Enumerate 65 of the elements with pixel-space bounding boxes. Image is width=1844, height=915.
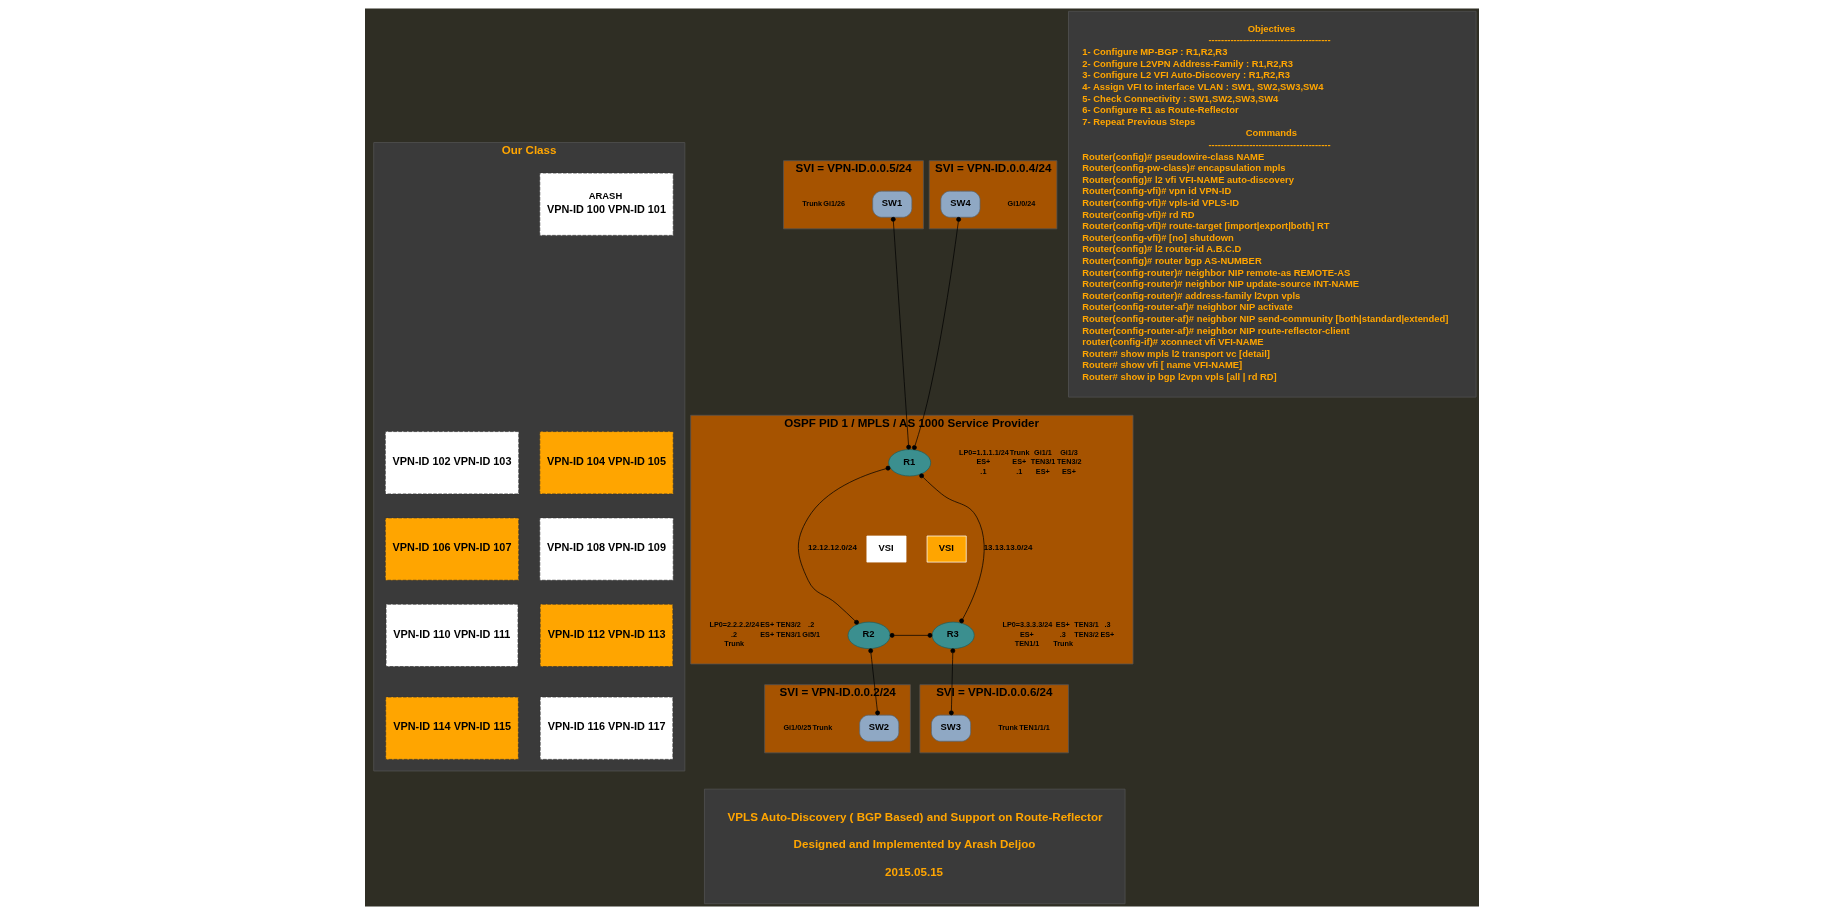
node-box: VPN-ID 114 VPN-ID 115: [385, 696, 519, 760]
node-box: SW4: [940, 190, 981, 218]
node-box: VPN-ID 112 VPN-ID 113: [539, 603, 674, 667]
node-label: Gi1/26: [823, 198, 846, 208]
node-box: SW3: [931, 714, 971, 742]
node-label: Trunk: [1009, 447, 1030, 457]
node-label: .1: [980, 466, 987, 476]
node-label: TEN1/1: [1014, 639, 1040, 649]
node-label: Gi5/1: [802, 629, 821, 639]
node-label: TEN3/1: [776, 629, 801, 639]
node-label: TEN3/2: [1056, 457, 1082, 467]
edge-label: 12.12.12.0/24: [808, 543, 857, 553]
node-box: VPN-ID 102 VPN-ID 103: [384, 431, 520, 495]
node-label: TEN1/1/1: [1019, 722, 1050, 732]
node-label: Gi1/0/25: [783, 722, 812, 732]
node-label: Trunk: [724, 639, 745, 649]
node-label: ES+: [1061, 466, 1076, 476]
node-box: SW2: [859, 714, 900, 742]
node-label: TEN3/2: [776, 620, 801, 630]
node-box: VPN-ID 104 VPN-ID 105: [539, 431, 674, 495]
node-label: Trunk: [1053, 639, 1074, 649]
node-label: Gi1/1: [1034, 447, 1052, 457]
node-label: ES+: [976, 457, 991, 467]
node-box: SW1: [872, 190, 913, 218]
node-label: TEN3/1: [1074, 620, 1099, 630]
node-box: VPN-ID 116 VPN-ID 117: [539, 696, 674, 760]
node-label: Gi1/0/24: [1007, 198, 1036, 208]
node-box: VSI: [926, 535, 967, 563]
node-label: .1: [1016, 466, 1023, 476]
node-label: LP0=1.1.1.1/24: [958, 447, 1009, 457]
node-label: .3: [1104, 620, 1111, 630]
connector: [889, 632, 933, 638]
node-box: VPLS Auto-Discovery ( BGP Based) and Support on Route-Reflector Designed and Implemented by Arash Deljoo 2015.05.15: [704, 788, 1126, 905]
node-label: TEN3/2: [1074, 629, 1099, 639]
connector: [919, 473, 985, 624]
node-ellipse: R3: [931, 621, 975, 649]
node-label: LP0=2.2.2.2/24: [709, 620, 760, 630]
node-label: Gi1/3: [1060, 447, 1078, 457]
node-label: ES+: [1019, 629, 1034, 639]
node-label: LP0=3.3.3.3/24: [1002, 620, 1053, 630]
edge-label: 13.13.13.0/24: [983, 543, 1033, 553]
connector: [912, 217, 962, 450]
connector: [890, 216, 912, 450]
node-label: ES+: [1100, 629, 1115, 639]
node-box: Objectives --------------------------------------- 1- Configure MP-BGP : R1,R2,R3 2- Configure L2VPN Address-Family : R1,R2,R3 3- Configure L2 VFI Auto-Discovery : R1,R2,R3 4- Assign VFI to interface VLAN : SW1, SW2,SW3,SW4 5- Check Connectivity : SW1,SW2,SW3,SW4 6- Configure R1 as Route-Reflector 7- Repeat Previous Steps Commands --------------------------------------- Router(config)# pseudowire-class NAME Router(config-pw-class)# encapsulation mpls Router(config)# l2 vfi VFI-NAME auto-discovery Router(config-vfi)# vpn id VPN-ID Router(config-vfi)# vpls-id VPLS-ID Router(config-vfi)# rd RD Router(config-vfi)# route-target [import|export|both] RT Router(config-vfi)# [no] shutdown Router(config)# l2 router-id A.B.C.D Router(config)# router bgp AS-NUMBER Router(config-router)# neighbor NIP remote-as REMOTE-AS Router(config-router)# neighbor NIP update-source INT-NAME Router(config-router)# address-family l2vpn vpls Router(config-router-af)# neighbor NIP activate Router(config-router-af)# neighbor NIP send-community [both|standard|extended] Router(config-router-af)# neighbor NIP route-reflector-client router(config-if)# xconnect vfi VFI-NAME Router# show mpls l2 transport vc [detail] Router# show vfi [ name VFI-NAME] Router# show ip bgp l2vpn vpls [all | rd RD]: [1068, 10, 1477, 398]
node-box: VPN-ID 106 VPN-ID 107: [384, 517, 520, 581]
node-label: TEN3/1: [1030, 457, 1056, 467]
node-box: ARASH VPN-ID 100 VPN-ID 101: [539, 172, 674, 236]
node-label: ES+: [1035, 466, 1050, 476]
node-label: ES+: [760, 620, 775, 630]
connector: [868, 648, 880, 716]
node-box: VPN-ID 110 VPN-ID 111: [385, 603, 519, 667]
node-label: ES+: [1012, 457, 1027, 467]
node-label: .3: [1059, 629, 1066, 639]
node-box: VSI: [866, 535, 907, 563]
node-label: ES+: [1055, 620, 1070, 630]
node-label: ES+: [760, 629, 775, 639]
node-box: VPN-ID 108 VPN-ID 109: [539, 517, 674, 581]
connector: [948, 648, 956, 716]
node-label: .2: [730, 629, 737, 639]
node-label: .2: [808, 620, 815, 630]
node-label: Trunk: [812, 722, 833, 732]
node-label: Trunk: [998, 722, 1018, 732]
node-label: Trunk: [802, 198, 823, 208]
connector: [798, 465, 891, 625]
